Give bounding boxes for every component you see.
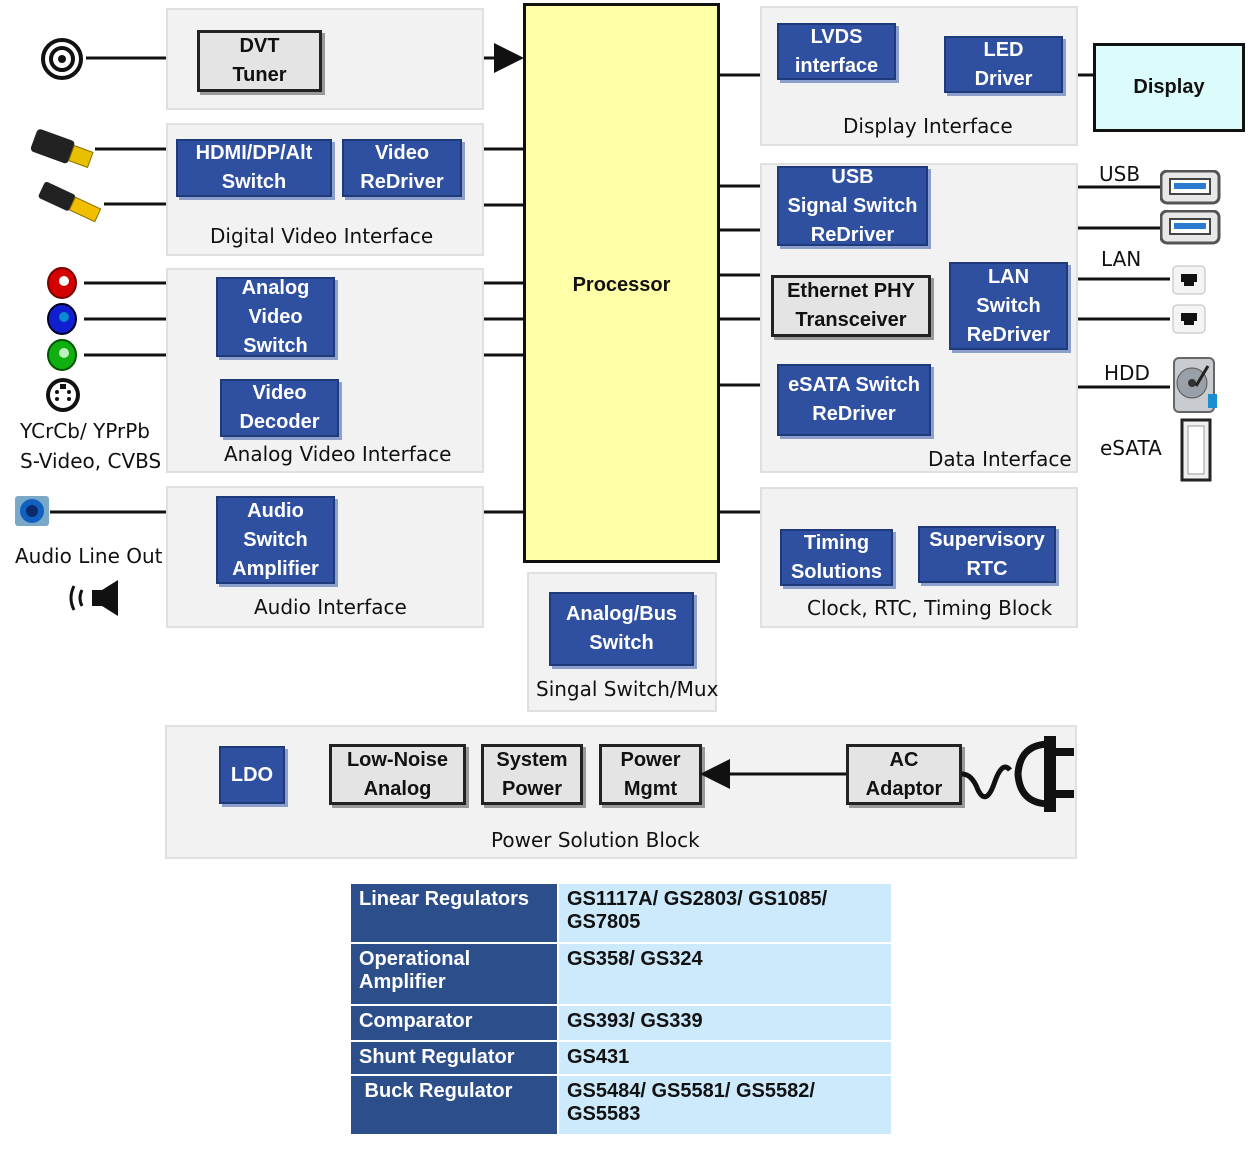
audio-line-out-label: Audio Line Out xyxy=(15,544,163,568)
lvds-block: LVDS interface xyxy=(777,23,896,80)
table-row: Buck Regulator GS5484/ GS5581/ GS5582/ G… xyxy=(349,1074,893,1136)
lan-port-icon xyxy=(1172,304,1206,334)
displayport-plug-icon xyxy=(38,182,102,223)
ac-plug-icon xyxy=(961,736,1074,812)
analog-video-label: Analog Video Interface xyxy=(224,442,452,466)
parts-cell: GS393/ GS339 xyxy=(557,1004,893,1042)
esata-switch-block: eSATA Switch ReDriver xyxy=(777,364,931,436)
hdmi-plug-icon xyxy=(30,129,94,169)
led-driver-block: LED Driver xyxy=(944,36,1063,93)
svideo-connector-icon xyxy=(46,378,80,412)
rca-green-icon xyxy=(47,339,77,371)
digital-video-label: Digital Video Interface xyxy=(210,224,434,248)
audio-amplifier-block: Audio Switch Amplifier xyxy=(216,496,335,584)
rca-red-icon xyxy=(47,267,77,299)
video-redriver-block: Video ReDriver xyxy=(342,139,462,197)
low-noise-analog-block: Low-Noise Analog xyxy=(329,744,466,805)
lan-label: LAN xyxy=(1101,247,1142,271)
lan-switch-block: LAN Switch ReDriver xyxy=(949,262,1068,350)
hdd-icon xyxy=(1173,357,1217,413)
ac-adaptor-block: AC Adaptor xyxy=(846,744,962,805)
parts-cell: GS5484/ GS5581/ GS5582/ GS5583 xyxy=(557,1074,893,1136)
system-power-block: System Power xyxy=(481,744,583,805)
category-cell: Shunt Regulator xyxy=(349,1040,559,1076)
hdmi-switch-block: HDMI/DP/Alt Switch xyxy=(176,139,332,197)
parts-cell: GS1117A/ GS2803/ GS1085/ GS7805 xyxy=(557,882,893,944)
display-interface-label: Display Interface xyxy=(843,114,1013,138)
supervisory-rtc-block: Supervisory RTC xyxy=(918,526,1056,583)
usb-label: USB xyxy=(1099,162,1141,186)
display-block: Display xyxy=(1093,43,1245,132)
usb-switch-block: USB Signal Switch ReDriver xyxy=(777,166,928,246)
analog-bus-switch-block: Analog/Bus Switch xyxy=(549,592,694,666)
parts-cell: GS358/ GS324 xyxy=(557,942,893,1006)
video-decoder-block: Video Decoder xyxy=(220,379,339,437)
audio-label: Audio Interface xyxy=(254,595,407,619)
category-cell: Buck Regulator xyxy=(349,1074,559,1136)
hdd-label: HDD xyxy=(1104,361,1150,385)
usb-port-icon xyxy=(1160,170,1221,205)
analog-video-switch-block: Analog Video Switch xyxy=(216,277,335,357)
signal-switch-label: Singal Switch/Mux xyxy=(536,677,719,701)
speaker-icon xyxy=(69,580,118,616)
esata-port-icon xyxy=(1180,418,1212,482)
usb-port-icon xyxy=(1160,210,1221,245)
table-row: Operational Amplifier GS358/ GS324 xyxy=(349,942,893,1006)
dvt-tuner-block: DVT Tuner xyxy=(197,30,322,92)
ethernet-phy-block: Ethernet PHY Transceiver xyxy=(771,275,931,337)
regulators-table: Linear Regulators GS1117A/ GS2803/ GS108… xyxy=(349,882,893,1136)
category-cell: Linear Regulators xyxy=(349,882,559,944)
table-row: Shunt Regulator GS431 xyxy=(349,1040,893,1076)
esata-label: eSATA xyxy=(1100,436,1162,460)
timing-solutions-block: Timing Solutions xyxy=(780,529,893,586)
ycrcb-label: YCrCb/ YPrPb xyxy=(20,419,150,443)
svideo-label: S-Video, CVBS xyxy=(20,449,162,473)
category-cell: Comparator xyxy=(349,1004,559,1042)
ldo-block: LDO xyxy=(219,746,285,804)
parts-cell: GS431 xyxy=(557,1040,893,1076)
processor-block: Processor xyxy=(523,3,720,563)
clock-label: Clock, RTC, Timing Block xyxy=(807,596,1053,620)
audio-jack-icon xyxy=(15,496,49,526)
category-cell: Operational Amplifier xyxy=(349,942,559,1006)
lan-port-icon xyxy=(1172,265,1206,295)
table-row: Comparator GS393/ GS339 xyxy=(349,1004,893,1042)
data-interface-label: Data Interface xyxy=(928,447,1072,471)
coax-connector-icon xyxy=(41,38,83,80)
power-label: Power Solution Block xyxy=(491,828,700,852)
rca-blue-icon xyxy=(47,303,77,335)
power-mgmt-block: Power Mgmt xyxy=(599,744,702,805)
processor-label: Processor xyxy=(572,274,671,296)
table-row: Linear Regulators GS1117A/ GS2803/ GS108… xyxy=(349,882,893,944)
